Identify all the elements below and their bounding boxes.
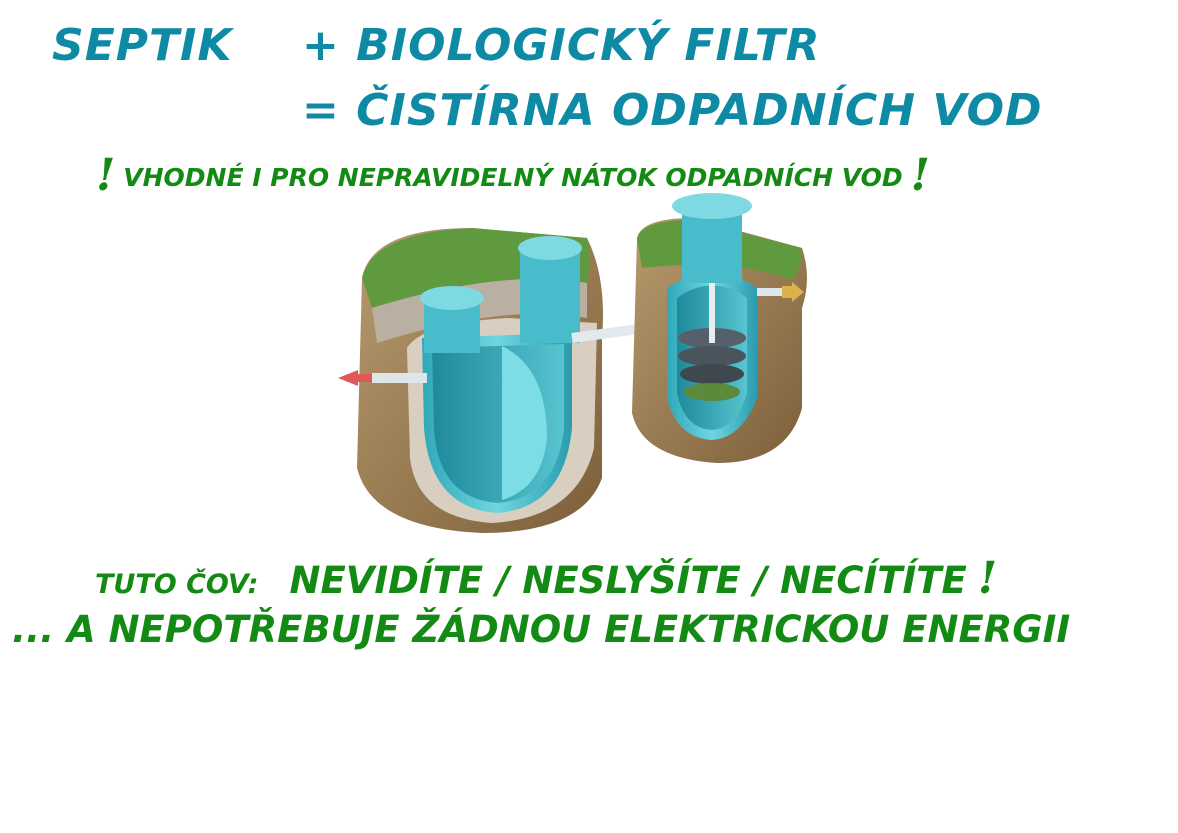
no-electricity-line: ... A NEPOTŘEBUJE ŽÁDNOU ELEKTRICKOU ENE… <box>12 608 1071 651</box>
exclamation-left: ! <box>96 150 116 201</box>
filter-manhole <box>682 213 742 283</box>
heading-treatment-plant: = ČISTÍRNA ODPADNÍCH VOD <box>302 85 1043 136</box>
claims-label: TUTO ČOV: <box>95 569 259 600</box>
filter-riser-pipe <box>709 283 715 343</box>
notice-text: VHODNÉ I PRO NEPRAVIDELNÝ NÁTOK ODPADNÍC… <box>123 163 903 192</box>
filter-media-4 <box>684 383 740 401</box>
outlet-arrow-icon <box>782 282 804 302</box>
manhole-right <box>520 248 580 343</box>
claims-line: TUTO ČOV: NEVIDÍTE / NESLYŠÍTE / NECÍTÍT… <box>95 553 997 604</box>
outlet-pipe <box>757 288 782 296</box>
claims-text: NEVIDÍTE / NESLYŠÍTE / NECÍTÍTE <box>289 559 967 602</box>
inlet-arrow-icon <box>338 370 372 386</box>
septic-tank-block <box>357 228 603 533</box>
septic-partition <box>502 346 547 500</box>
filter-manhole-lid <box>672 193 752 219</box>
heading-biological-filter: + BIOLOGICKÝ FILTR <box>302 20 821 71</box>
filter-media-2 <box>678 346 746 366</box>
manhole-lid-right <box>518 236 582 260</box>
inlet-pipe <box>372 373 427 383</box>
heading-septik: SEPTIK <box>52 20 233 71</box>
exclamation-right: ! <box>910 150 930 201</box>
notice-line: ! VHODNÉ I PRO NEPRAVIDELNÝ NÁTOK ODPADN… <box>96 150 930 201</box>
biological-filter-block <box>632 193 807 463</box>
claims-exclamation: ! <box>977 553 998 604</box>
filter-media-3 <box>680 364 744 384</box>
manhole-lid-left <box>420 286 484 310</box>
septic-tank-illustration <box>338 193 807 533</box>
